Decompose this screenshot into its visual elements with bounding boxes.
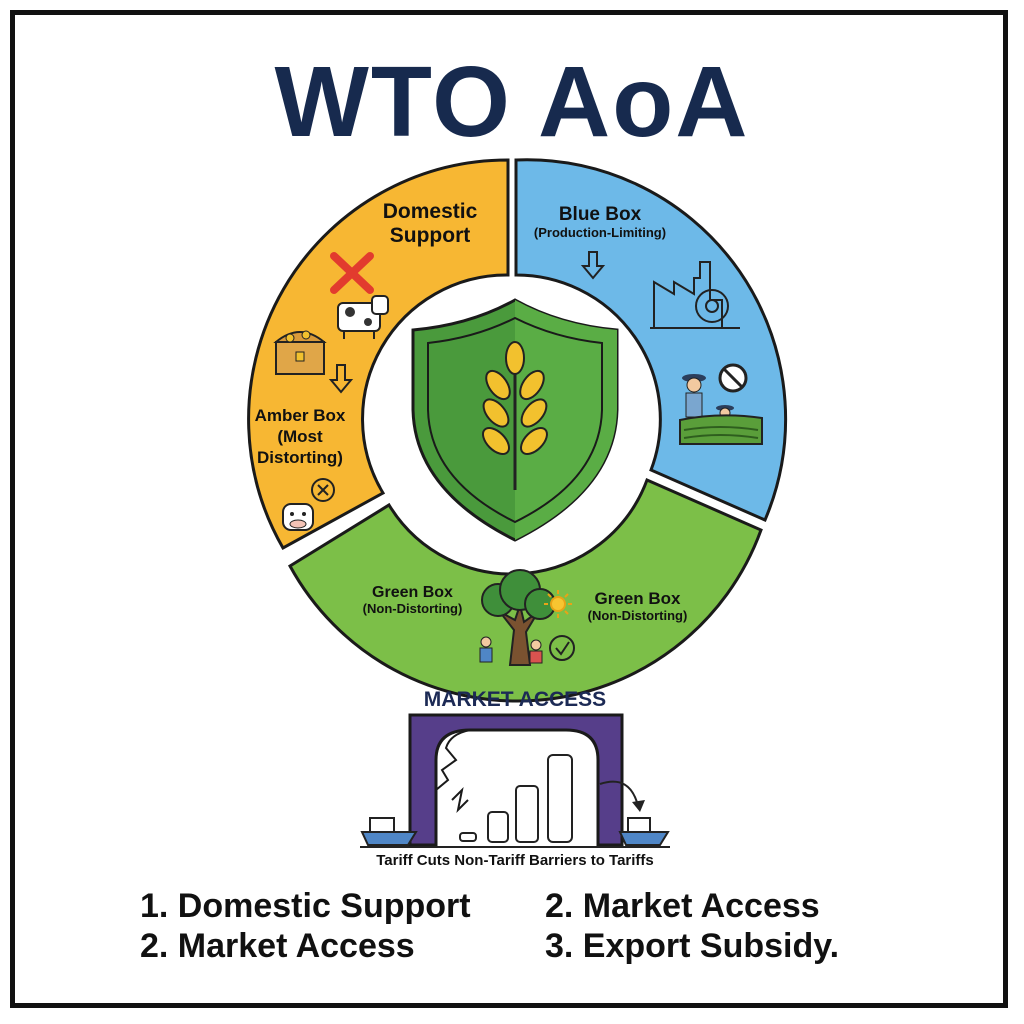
farmer-icon — [529, 639, 543, 664]
amber-line1: Amber Box — [254, 406, 346, 425]
amber-segment — [247, 158, 510, 551]
factory-gear-icon — [650, 261, 740, 329]
field-icon — [679, 414, 763, 445]
down-arrow-icon — [328, 364, 354, 394]
ship-icon — [360, 817, 418, 846]
market-access-caption: Tariff Cuts Non-Tariff Barriers to Tarif… — [376, 852, 654, 869]
coin-stack-icon — [459, 754, 573, 843]
cow-icon — [282, 503, 314, 531]
page-title: WTO AoA — [274, 46, 750, 158]
list-column-1: 1. Domestic Support 2. Market Access — [140, 886, 471, 966]
prohibited-icon — [718, 363, 748, 393]
domestic-line2: Support — [389, 224, 471, 248]
list-column-2: 2. Market Access 3. Export Subsidy. — [545, 886, 839, 966]
blue-line2: (Production-Limiting) — [533, 224, 667, 240]
green-box-left-label: Green Box (Non-Distorting) — [345, 584, 480, 617]
down-arrow-icon — [580, 251, 606, 280]
green-right-line1: Green Box — [594, 589, 681, 608]
list-item: 1. Domestic Support — [140, 887, 471, 925]
tree-icon — [481, 569, 556, 666]
shield-wheat-icon — [411, 298, 619, 542]
arrow-head-icon — [632, 800, 645, 812]
farmer-icon — [479, 636, 493, 663]
domestic-line1: Domestic — [382, 200, 478, 223]
list-item: 3. Export Subsidy. — [545, 927, 840, 965]
cross-icon — [330, 252, 374, 294]
list-item: 2. Market Access — [545, 887, 820, 925]
green-left-line1: Green Box — [372, 584, 453, 601]
farmer-icon — [682, 374, 706, 418]
sun-icon — [544, 590, 572, 618]
blue-box-label: Blue Box (Production-Limiting) — [505, 204, 695, 241]
market-access-gate — [408, 713, 624, 847]
list-item: 2. Market Access — [140, 927, 415, 965]
green-left-line2: (Non-Distorting) — [362, 601, 463, 617]
green-right-line2: (Non-Distorting) — [587, 607, 688, 623]
check-icon — [549, 635, 575, 661]
green-box-right-label: Green Box (Non-Distorting) — [570, 589, 705, 623]
cross-icon — [311, 478, 335, 502]
ship-icon — [618, 817, 670, 846]
market-access-title: MARKET ACCESS — [423, 688, 607, 711]
amber-line2: (Most — [277, 427, 323, 446]
amber-line3: Distorting) — [257, 448, 343, 467]
cow-icon — [337, 295, 389, 339]
blue-line1: Blue Box — [558, 204, 642, 225]
curved-arrow-icon — [599, 780, 639, 807]
treasure-chest-icon — [273, 330, 327, 375]
amber-box-label: Amber Box (Most Distorting) — [240, 405, 360, 468]
domestic-support-label: Domestic Support — [360, 200, 500, 248]
